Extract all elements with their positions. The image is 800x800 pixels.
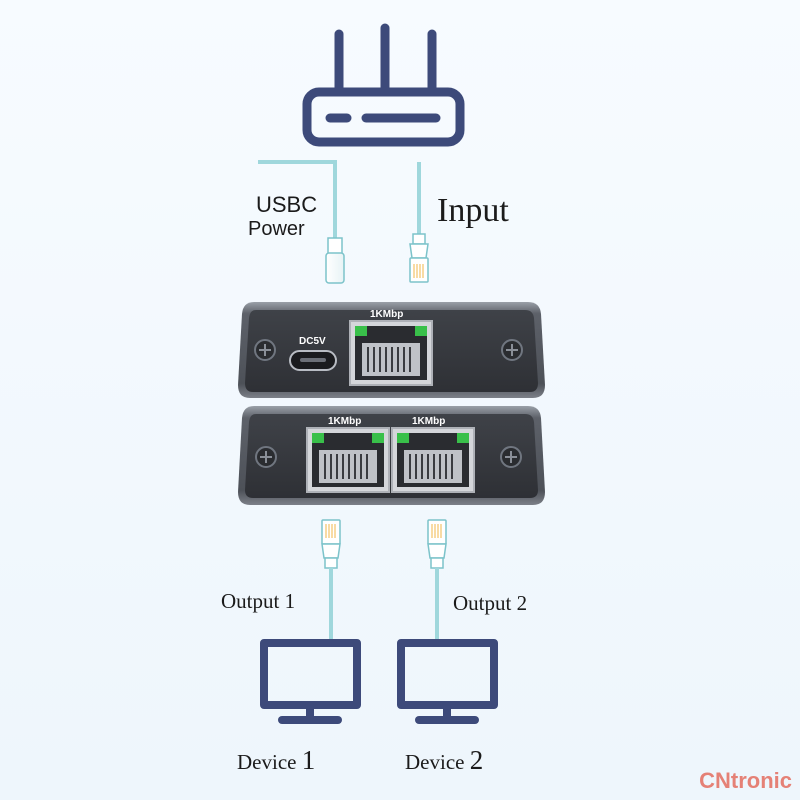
screw-icon: [255, 446, 277, 468]
usb-c-plug-icon: [325, 252, 345, 284]
power-label: Power: [248, 218, 305, 240]
screw-icon: [501, 339, 523, 361]
rj45-plug-icon: [409, 233, 429, 283]
device1-number: 1: [301, 745, 316, 775]
device2-text: Device: [405, 750, 465, 774]
device2-label: Device 2: [405, 746, 483, 776]
dc-label: DC5V: [299, 336, 326, 347]
splitter-top-panel: DC5V 1KMbp: [238, 302, 545, 398]
port-speed-label: 1KMbp: [370, 309, 403, 320]
rj45-port-icon: [306, 427, 390, 493]
screw-icon: [254, 339, 276, 361]
rj45-port-icon: [391, 427, 475, 493]
rj45-port-icon: [349, 320, 433, 386]
screw-icon: [500, 446, 522, 468]
monitor-icon: [397, 639, 498, 724]
output2-cable: [427, 519, 447, 640]
input-label: Input: [437, 192, 509, 229]
output1-label: Output 1: [221, 589, 296, 613]
splitter-bottom-panel: 1KMbp 1KMbp: [238, 406, 545, 505]
input-cable: [409, 162, 429, 283]
device2-number: 2: [469, 745, 484, 775]
rj45-plug-icon: [321, 519, 341, 569]
device1-label: Device 1: [237, 746, 315, 776]
router-icon: [302, 23, 465, 147]
device1-text: Device: [237, 750, 297, 774]
port1-speed-label: 1KMbp: [328, 416, 361, 427]
usbc-label: USBC: [256, 192, 318, 217]
output1-cable: [321, 519, 341, 640]
watermark-logo: CNtronic: [699, 768, 792, 793]
monitor-icon: [260, 639, 361, 724]
usb-c-port-icon: [289, 350, 337, 371]
output2-label: Output 2: [453, 591, 528, 615]
usbc-power-cable: [258, 160, 345, 284]
rj45-plug-icon: [427, 519, 447, 569]
port2-speed-label: 1KMbp: [412, 416, 445, 427]
